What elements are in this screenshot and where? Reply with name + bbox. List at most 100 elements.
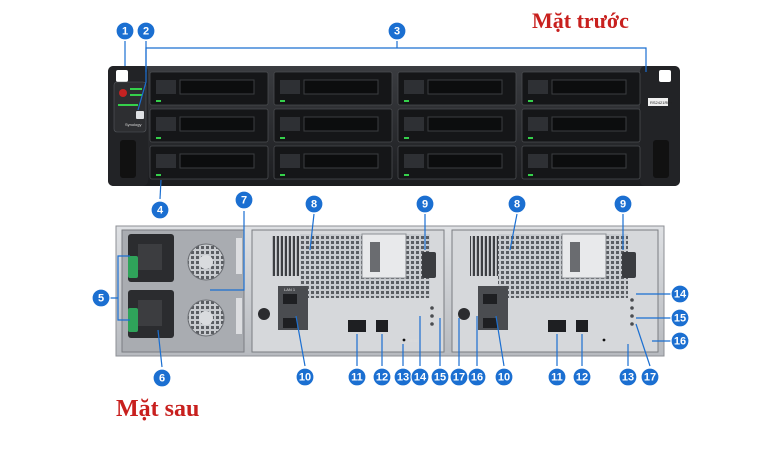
callout-number: 8 [311,199,317,211]
leader-lines [104,41,675,368]
callout-badge: 12 [372,367,392,387]
callout-number: 9 [620,199,626,211]
callout-badge: 11 [547,367,567,387]
callout-badge: 14 [670,284,690,304]
callout-badge: 12 [572,367,592,387]
callout-number: 17 [644,372,656,384]
callout-badge: 2 [136,21,156,41]
reset-label-1: RESET [408,338,422,343]
callout-badge: 17 [449,367,469,387]
drive-led [528,100,533,102]
drive-bays [149,71,641,180]
lan2-port-1[interactable] [283,318,297,328]
lan1-port-2[interactable] [483,294,497,304]
callout-badge: 8 [304,194,324,214]
callout-badge: 10 [295,367,315,387]
callout-number: 1 [122,26,128,38]
callout-number: 5 [98,293,104,305]
callout-badge: 1 [115,21,135,41]
callout-badge: 14 [410,367,430,387]
alert-led [130,94,142,96]
lan1-port-1[interactable] [283,294,297,304]
callout-number: 14 [414,372,427,384]
callout-badge: 8 [507,194,527,214]
console-port-1[interactable] [422,252,436,278]
drive-bay[interactable] [521,108,641,143]
callout-badge: 5 [91,288,111,308]
callout-badge: 9 [415,194,435,214]
callout-number: 13 [397,372,409,384]
callout-badge: 17 [640,367,660,387]
drive-led [528,137,533,139]
callout-badge: 15 [670,308,690,328]
usb-port-2[interactable] [576,320,588,332]
callout-number: 17 [453,372,465,384]
drive-led [404,137,409,139]
callout-number: 2 [143,26,149,38]
model-badge: RS2421RP+ [650,100,673,105]
power-button[interactable] [119,89,127,97]
callout-badge: 16 [670,331,690,351]
callout-number: 11 [551,372,563,384]
callout-badge: 4 [150,200,170,220]
beep-off-button[interactable] [136,111,144,119]
drive-bay[interactable] [149,108,269,143]
drive-led [280,100,285,102]
lan3-port-2[interactable] [548,320,566,332]
drive-led [528,174,533,176]
callout-number: 14 [674,289,687,301]
drive-bay[interactable] [273,71,393,106]
callout-badge: 7 [234,190,254,210]
callout-badge: 3 [387,21,407,41]
drive-led [280,137,285,139]
callout-number: 9 [422,199,428,211]
drive-bay[interactable] [273,145,393,180]
callout-badge: 16 [467,367,487,387]
status-led [130,88,142,90]
reset-button-1[interactable] [402,338,406,342]
rear-view-title: Mặt sau [116,396,200,422]
callout-number: 10 [498,372,510,384]
callout-number: 7 [241,195,247,207]
drive-led [280,174,285,176]
callout-number: 3 [394,26,400,38]
callout-number: 12 [376,372,388,384]
controller-module-2 [451,229,659,353]
drive-led [156,137,161,139]
callout-badge: 11 [347,367,367,387]
callout-number: 13 [622,372,634,384]
lan1-label-1: LAN 1 [284,287,296,292]
drive-bay[interactable] [397,71,517,106]
callout-badge: 10 [494,367,514,387]
drive-led [404,100,409,102]
callout-number: 11 [351,372,363,384]
console-port-2[interactable] [622,252,636,278]
drive-led [404,174,409,176]
drive-bay[interactable] [521,145,641,180]
drive-led [156,100,161,102]
drive-bay[interactable] [397,145,517,180]
drive-bay[interactable] [149,145,269,180]
brand-label: Synology [125,122,141,127]
lan2-port-2[interactable] [483,318,497,328]
callout-number: 16 [471,372,483,384]
drive-bay[interactable] [397,108,517,143]
reset-button-2[interactable] [602,338,606,342]
callout-badge: 9 [613,194,633,214]
drive-bay[interactable] [149,71,269,106]
callout-number: 8 [514,199,520,211]
callout-badge: 6 [152,368,172,388]
drive-led [156,174,161,176]
drive-bay[interactable] [273,108,393,143]
callout-number: 6 [159,373,165,385]
drive-bay[interactable] [521,71,641,106]
lan3-port-1[interactable] [348,320,366,332]
front-view-title: Mặt trước [532,8,629,33]
controller-module-1: LAN 1 RESET [251,229,445,353]
callout-number: 15 [674,313,686,325]
callout-number: 4 [157,205,164,217]
callout-badge: 13 [393,367,413,387]
usb-port-1[interactable] [376,320,388,332]
